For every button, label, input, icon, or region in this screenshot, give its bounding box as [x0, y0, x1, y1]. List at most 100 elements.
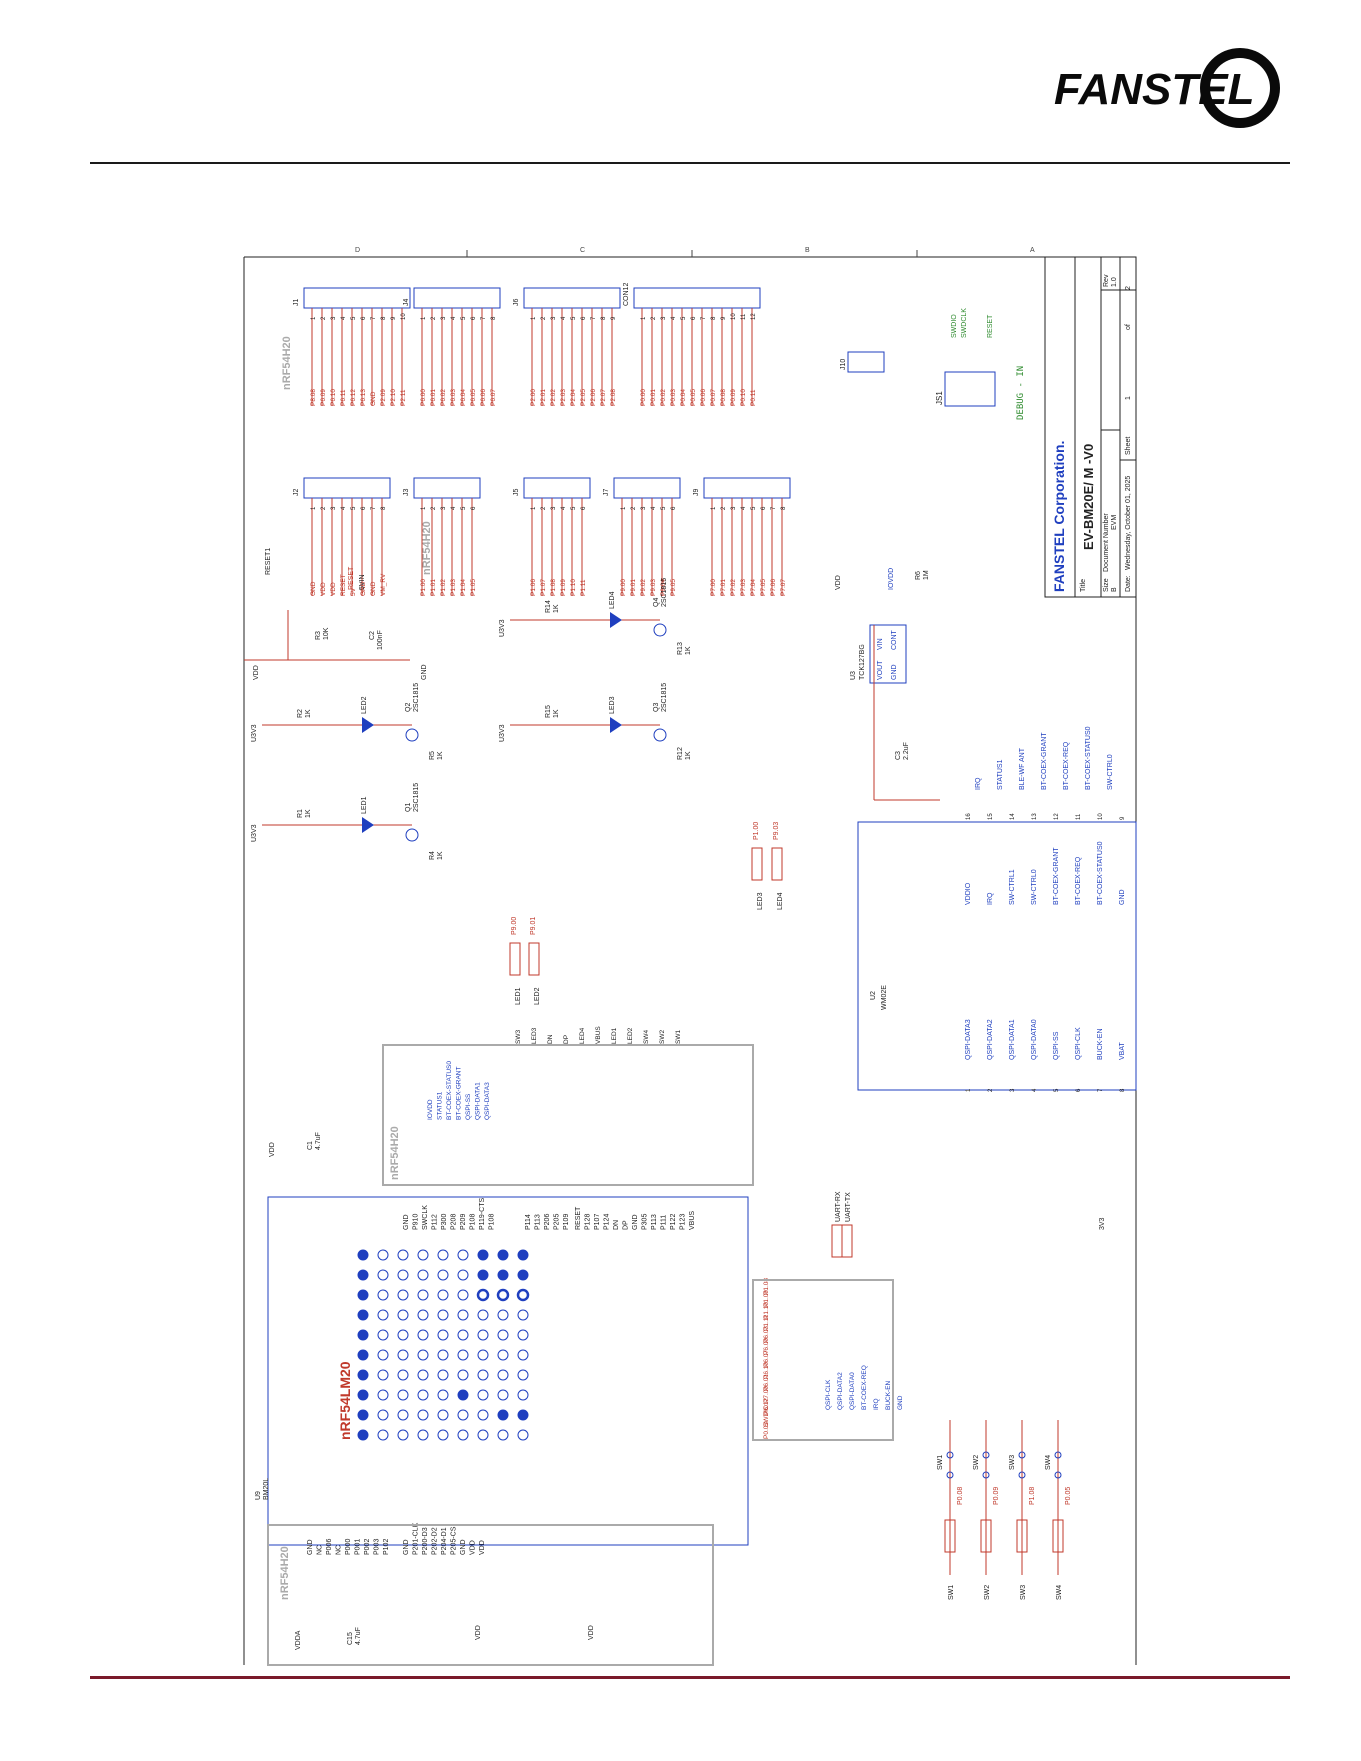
header-con12: CON121P0.002P0.013P0.024P0.035P0.046P0.0…	[623, 283, 761, 406]
transistor-ref: Q2	[405, 703, 412, 712]
u2-pin-label: QSPI-DATA1	[1009, 1019, 1016, 1060]
pin-number: 6	[671, 506, 677, 510]
switch-contact	[1054, 1451, 1062, 1459]
pin-number: 3	[551, 316, 557, 320]
header-j1: J11P8.082P6.093P6.104P6.115P6.126P6.137G…	[293, 287, 411, 406]
ball-pad	[477, 1429, 489, 1441]
border-zone-letters: D C B A	[355, 247, 1035, 257]
connector-label: SW4	[643, 1030, 650, 1044]
ball-pad	[417, 1349, 429, 1361]
pin-net: P9.03	[650, 579, 657, 596]
ball-pad	[477, 1309, 489, 1321]
pin-number: 8	[781, 506, 787, 510]
c15-value: 4.7uF	[355, 1627, 362, 1645]
resistor-value: 1K	[553, 604, 560, 613]
pin-net: P1.04	[460, 579, 467, 596]
switch-contact	[1054, 1471, 1062, 1479]
u9-pin-label: P002	[364, 1539, 371, 1555]
net-label: BT-COEX-REQ	[861, 1365, 868, 1410]
u2-ref: U2	[870, 991, 877, 1000]
pin-net: GND	[370, 581, 377, 596]
pin-number: 5	[751, 506, 757, 510]
of-label: of	[1125, 324, 1132, 330]
resistor-value: 1K	[685, 751, 692, 760]
led-ref: LED3	[609, 696, 616, 714]
pin-net: P0.09	[730, 389, 737, 406]
ball-pad	[517, 1389, 529, 1401]
ball-pad	[476, 1288, 490, 1302]
switch-connector	[1052, 1519, 1064, 1553]
u9-pin-label: P113	[535, 1214, 542, 1230]
pin-net: P2.06	[590, 389, 597, 406]
header-ref: J9	[693, 489, 700, 497]
silk-boxes	[267, 1044, 894, 1666]
pin-net: P2.05	[580, 389, 587, 406]
pin-net: P1.01	[430, 579, 437, 596]
pin-number: 2	[988, 1088, 994, 1092]
ball-pad	[477, 1329, 489, 1341]
c1-ref: C1	[307, 1141, 314, 1150]
ball-pad	[377, 1289, 389, 1301]
pin-net: P1.00	[420, 579, 427, 596]
date-label: Date:	[1125, 575, 1132, 592]
pin-net: P1.11	[580, 579, 587, 596]
u9-pin-label: GND	[403, 1214, 410, 1230]
net-label: STATUS1	[997, 759, 1004, 790]
c3-value: 2.2uF	[903, 742, 910, 760]
pin-net: P7.07	[780, 579, 787, 596]
u9-pin-label: P209	[460, 1214, 467, 1230]
ball-pad	[377, 1409, 389, 1421]
pin-net: P0.03	[670, 389, 677, 406]
u9-pin-label: P206	[544, 1214, 551, 1230]
ball-pad	[457, 1409, 469, 1421]
net-label: P9.00	[511, 917, 518, 935]
header-body	[303, 287, 411, 309]
resistor-ref: R12	[677, 747, 684, 760]
pin-number: 6	[691, 316, 697, 320]
net-label: P0.09	[993, 1487, 1000, 1505]
ball-pad	[517, 1329, 529, 1341]
ball-pad	[437, 1349, 449, 1361]
net-label: IRQ	[873, 1398, 880, 1410]
pin-net: GND	[310, 581, 317, 596]
vdd-label: VDD	[588, 1625, 595, 1640]
footer-rule	[90, 1676, 1290, 1679]
header-body	[613, 477, 681, 499]
pin-number: 12	[1054, 813, 1060, 820]
pin-net: P1.06	[530, 579, 537, 596]
ball-pad	[357, 1289, 369, 1301]
led-diode	[610, 612, 622, 628]
net-label: BT-COEX-STATUS0	[446, 1061, 453, 1120]
top-headers: J11P8.082P6.093P6.104P6.115P6.126P6.137G…	[293, 283, 791, 596]
u2-pin-label: BUCK-EN	[1097, 1028, 1104, 1060]
drawing-title: EV-BM20E/ M -V0	[1081, 444, 1096, 550]
pin-net: P8.08	[310, 389, 317, 406]
ball-pad	[497, 1369, 509, 1381]
switch-ref: SW4	[1045, 1455, 1052, 1470]
transistor-ref: Q4	[653, 598, 660, 607]
pin-number: 10	[401, 313, 407, 320]
ball-pad	[477, 1269, 489, 1281]
u9-pin-label: P300	[441, 1214, 448, 1230]
u2-pin-label: VDDIO	[965, 882, 972, 905]
pin-net: P0.10	[740, 389, 747, 406]
connector-label: LED4	[579, 1027, 586, 1044]
reset-net: RESET	[987, 314, 994, 338]
led-connector	[751, 847, 763, 881]
ball-pad	[437, 1269, 449, 1281]
pin-net: P0.00	[640, 389, 647, 406]
pin-number: 9	[1120, 816, 1126, 820]
ball-pad	[457, 1309, 469, 1321]
pin-number: 4	[561, 506, 567, 510]
u9-net-label: P6.01	[763, 1374, 770, 1391]
u9-pin-label: P112	[432, 1214, 439, 1230]
ball-pad	[517, 1369, 529, 1381]
u2-pin-label: VBAT	[1119, 1042, 1126, 1060]
u9-pin-label: P200-D3	[422, 1527, 429, 1555]
u9-net-label: P1.10	[763, 1302, 770, 1319]
pin-number: 4	[341, 506, 347, 510]
pin-number: 3	[1010, 1088, 1016, 1092]
